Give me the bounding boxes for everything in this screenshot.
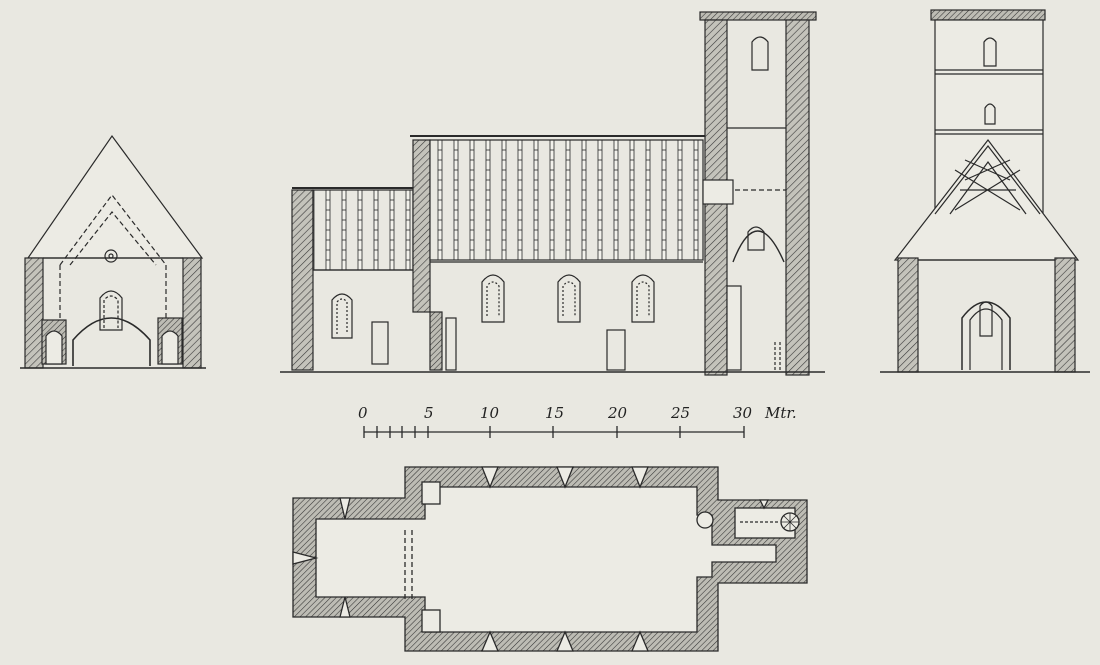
scale-unit: Mtr. — [764, 404, 797, 422]
scale-label-15: 15 — [545, 404, 564, 422]
scale-bar: 0 5 10 15 20 25 30 Mtr. — [358, 404, 797, 438]
scale-label-25: 25 — [670, 404, 690, 422]
scale-label-5: 5 — [424, 404, 434, 422]
tower-elevation — [880, 9, 1090, 373]
longitudinal-section — [280, 11, 825, 376]
scale-label-20: 20 — [607, 404, 628, 422]
scale-label-10: 10 — [480, 404, 500, 422]
ground-plan — [292, 466, 808, 652]
scale-label-0: 0 — [358, 404, 368, 422]
scale-label-30: 30 — [733, 404, 753, 422]
west-cross-section — [20, 134, 206, 369]
